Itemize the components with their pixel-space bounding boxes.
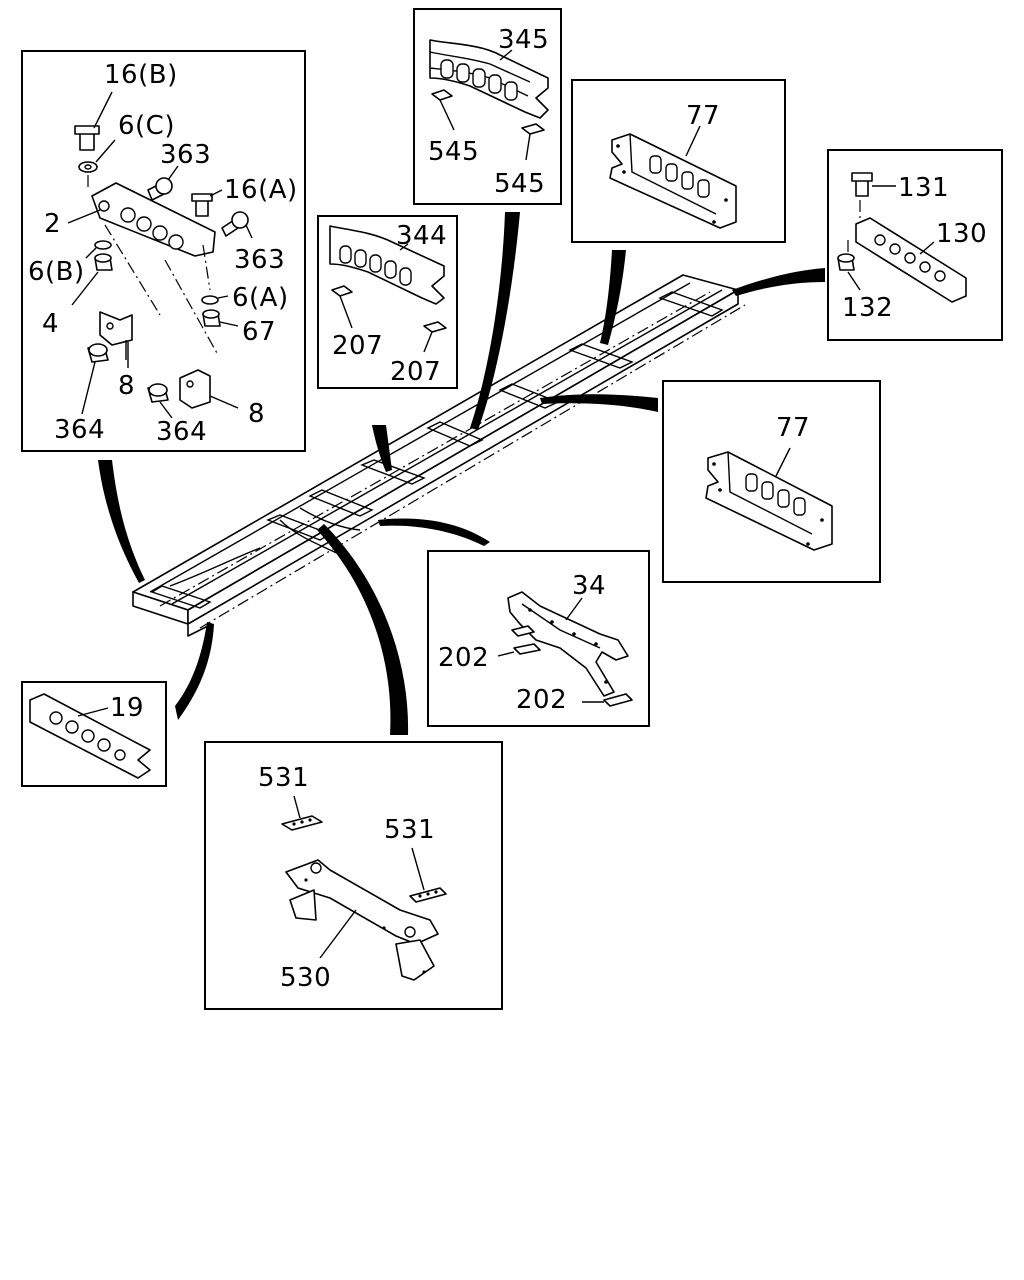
label-545-right: 545	[494, 169, 545, 199]
label-2: 2	[44, 209, 61, 239]
label-207-left: 207	[332, 331, 383, 361]
label-344: 344	[396, 221, 447, 251]
label-77-top: 77	[686, 101, 720, 131]
crossmember-345-panel: 345 545 545	[413, 8, 562, 205]
label-545-left: 545	[428, 137, 479, 167]
crossmember-34-panel: 34 202 202	[427, 550, 650, 727]
label-8-right: 8	[248, 399, 265, 429]
label-531-right: 531	[384, 815, 435, 845]
label-530: 530	[280, 963, 331, 993]
label-131: 131	[898, 173, 949, 203]
label-16b: 16(B)	[104, 60, 178, 90]
label-19: 19	[110, 693, 144, 723]
label-363-right: 363	[234, 245, 285, 275]
crossmember-344-panel: 344 207 207	[317, 215, 458, 389]
label-4: 4	[42, 309, 59, 339]
label-130: 130	[936, 219, 987, 249]
crossmember-530-panel: 531 531 530	[204, 741, 503, 1010]
label-531-left: 531	[258, 763, 309, 793]
crossmember-530-box	[204, 741, 503, 1010]
crossmember-19-panel: 19	[21, 681, 167, 787]
label-345: 345	[498, 25, 549, 55]
callout-leaders	[98, 212, 825, 735]
rear-crossmember-130-panel: 131 130 132	[827, 149, 1003, 341]
label-364-right: 364	[156, 417, 207, 447]
label-202-left: 202	[438, 643, 489, 673]
bracket-assembly-box	[21, 50, 306, 452]
crossmember-77-top-panel: 77	[571, 79, 786, 243]
label-364-left: 364	[54, 415, 105, 445]
label-77-right: 77	[776, 413, 810, 443]
label-6b: 6(B)	[28, 257, 85, 287]
label-202-right: 202	[516, 685, 567, 715]
label-8-left: 8	[118, 371, 135, 401]
bracket-assembly-panel: 16(B) 6(C) 363 16(A) 2 363 6(B) 6(A) 4 6…	[21, 50, 306, 452]
label-16a: 16(A)	[224, 175, 298, 205]
label-363-upper: 363	[160, 140, 211, 170]
label-6c: 6(C)	[118, 111, 175, 141]
label-207-right: 207	[390, 357, 441, 387]
label-34: 34	[572, 571, 606, 601]
crossmember-77-right-panel: 77	[662, 380, 881, 583]
label-132: 132	[842, 293, 893, 323]
label-6a: 6(A)	[232, 283, 289, 313]
label-67: 67	[242, 317, 276, 347]
